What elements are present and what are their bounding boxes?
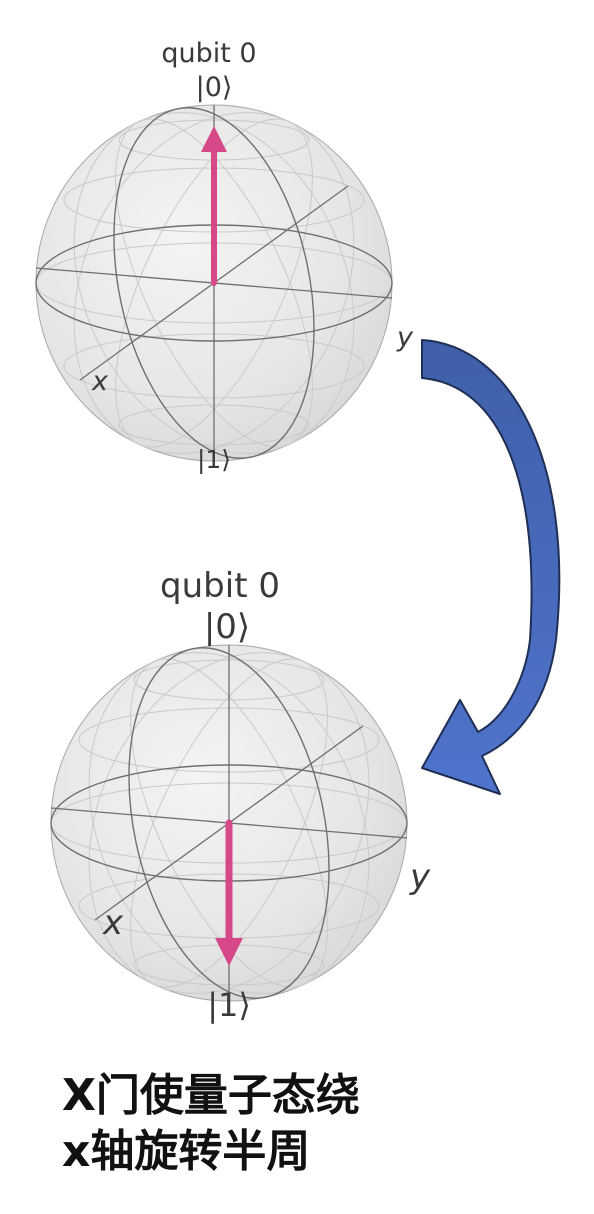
bottom-sphere-title: qubit 0: [160, 566, 280, 606]
bottom-y-axis-label: y: [409, 857, 431, 897]
top-x-axis-label: x: [91, 366, 109, 397]
top-y-axis-label: y: [396, 322, 414, 353]
caption: X门使量子态绕 x轴旋转半周: [62, 1068, 542, 1180]
top-bloch-sphere: qubit 0 |0⟩ |1⟩ x y: [35, 38, 414, 474]
top-south-label: |1⟩: [197, 445, 231, 474]
bottom-south-label: |1⟩: [207, 986, 251, 1024]
top-north-label: |0⟩: [196, 72, 233, 103]
bottom-bloch-sphere: qubit 0 |0⟩ |1⟩ x y: [50, 566, 431, 1024]
bottom-north-label: |0⟩: [204, 607, 250, 647]
top-sphere-title: qubit 0: [161, 38, 256, 69]
rotation-transition-arrow: [421, 339, 561, 795]
curved-arrow-icon: [421, 339, 561, 795]
bottom-x-axis-label: x: [102, 903, 124, 943]
caption-line-2: x轴旋转半周: [62, 1126, 311, 1177]
caption-line-1: X门使量子态绕: [62, 1070, 360, 1121]
top-state-vector: [201, 126, 227, 286]
bottom-state-vector: [215, 819, 243, 966]
